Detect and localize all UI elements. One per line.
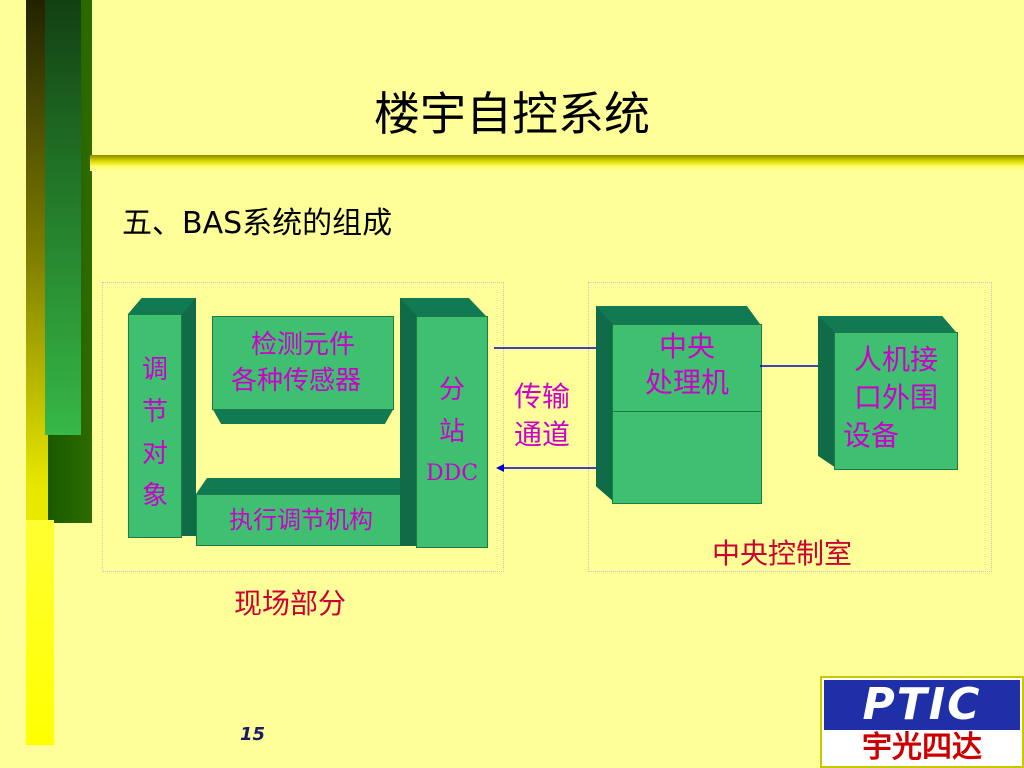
field-section-caption: 现场部分 — [234, 587, 347, 620]
controlled-object-box: 调 节 对 象 — [128, 314, 182, 538]
page-number: 15 — [240, 724, 266, 745]
transmission-channel-label: 传输 通道 — [514, 378, 570, 454]
sensor-box-bottom-bevel — [212, 408, 394, 424]
decor-bar-green — [45, 0, 81, 435]
actuator-box: 执行调节机构 — [196, 494, 406, 546]
hmi-box-side — [818, 316, 836, 468]
field-section-frame — [102, 282, 504, 572]
logo-text-top: PTIC — [824, 680, 1020, 730]
hmi-label-line: 人机接 — [853, 343, 938, 376]
controlled-object-char: 调 — [141, 355, 168, 385]
hmi-box-top — [818, 316, 956, 332]
ddc-char: 站 — [438, 417, 465, 447]
ddc-box-side — [400, 298, 418, 546]
channel-line2: 通道 — [514, 418, 571, 451]
cpu-box-top — [596, 306, 760, 324]
cpu-box: 中央 处理机 — [612, 324, 762, 504]
sensor-label-line1: 检测元件 — [250, 330, 355, 360]
decor-bar-yellow — [26, 520, 54, 745]
hmi-label-line: 口外围 — [853, 381, 938, 414]
logo-text-bottom: 宇光四达 — [862, 730, 982, 765]
page-title: 楼宇自控系统 — [374, 87, 650, 141]
controlled-object-top — [128, 298, 196, 314]
controlled-object-char: 象 — [141, 481, 168, 511]
channel-line1: 传输 — [514, 380, 571, 413]
section-subtitle: 五、BAS系统的组成 — [122, 206, 393, 241]
ddc-box: 分 站 DDC — [416, 316, 488, 548]
hmi-box: 人机接 口外围 设备 — [834, 332, 958, 470]
arrow-head-left — [496, 464, 504, 472]
cpu-label-line2: 处理机 — [644, 366, 729, 399]
actuator-label: 执行调节机构 — [229, 506, 373, 534]
controlled-object-char: 节 — [141, 397, 168, 427]
cpu-label-line1: 中央 — [658, 330, 715, 363]
central-section-caption: 中央控制室 — [712, 537, 853, 570]
ddc-box-top — [400, 298, 486, 316]
central-section-frame — [588, 282, 992, 572]
actuator-box-top — [196, 478, 416, 494]
ddc-char: 分 — [438, 375, 465, 405]
sensor-label-line2: 各种传感器 — [230, 366, 361, 396]
hmi-label-line: 设备 — [843, 419, 900, 452]
sensor-box: 检测元件 各种传感器 — [212, 316, 394, 410]
cpu-divider — [613, 411, 761, 412]
title-rule — [90, 155, 1024, 171]
ddc-char: DDC — [425, 461, 479, 486]
ptic-logo: PTIC 宇光四达 — [820, 676, 1024, 768]
controlled-object-char: 对 — [141, 439, 168, 469]
cpu-box-side — [596, 306, 614, 502]
controlled-object-side — [180, 298, 196, 536]
